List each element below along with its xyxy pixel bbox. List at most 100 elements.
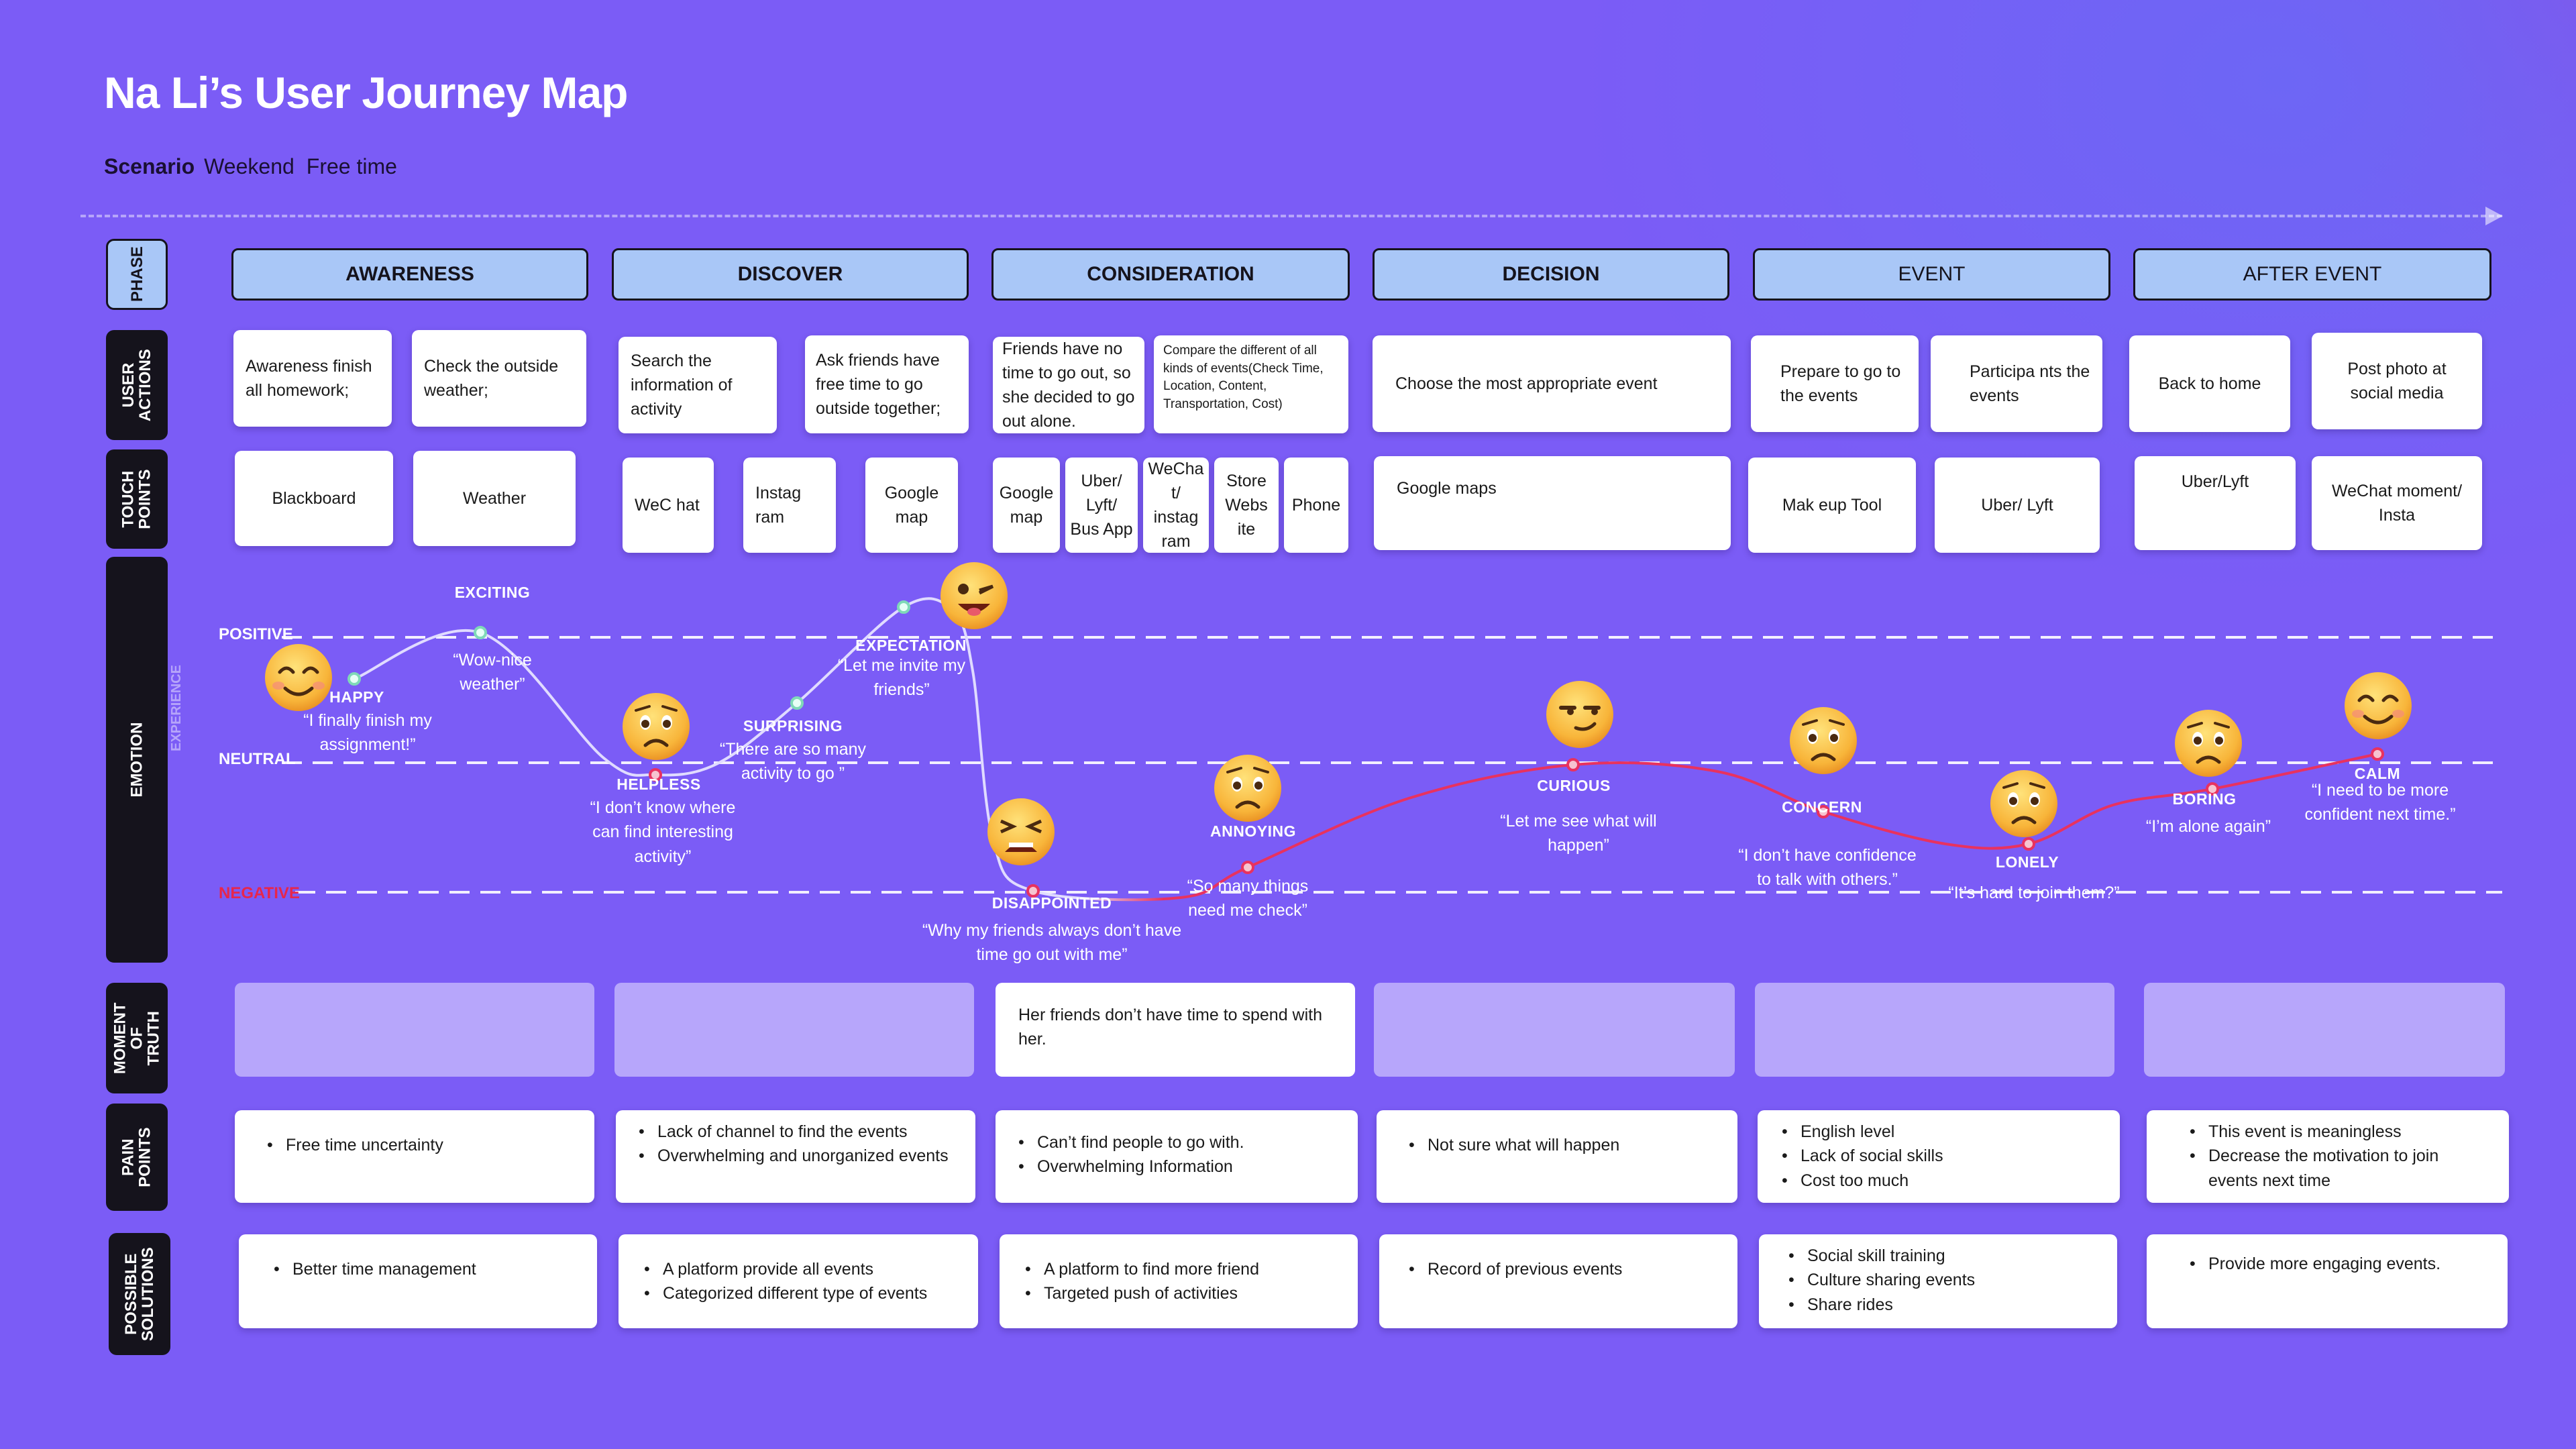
emotion-quote: “I’m alone again” [2145, 817, 2271, 836]
solution-card: Better time management [239, 1234, 597, 1328]
list-item: Lack of channel to find the events [639, 1120, 953, 1144]
user-action-card: Awareness finish all homework; [233, 330, 392, 427]
row-label-pain-points: PAIN POINTS [106, 1104, 168, 1211]
worried-face-icon [1214, 755, 1281, 822]
user-action-card: Participa nts the events [1931, 335, 2102, 432]
touch-point-card: Google map [865, 458, 958, 553]
touch-point-card: WeC hat [623, 458, 714, 553]
emotion-point [347, 672, 361, 686]
emotion-quote: “I don’t know where can find interesting… [590, 798, 736, 866]
emotion-point [2206, 782, 2219, 796]
phase-event: EVENT [1753, 248, 2110, 301]
user-action-card: Friends have no time to go out, so she d… [993, 337, 1144, 433]
pain-point-card: Free time uncertainty [235, 1110, 594, 1203]
emotion-label: CONCERN [1782, 798, 1862, 816]
phase-consideration: CONSIDERATION [991, 248, 1350, 301]
frowning-face-icon [623, 693, 690, 760]
emotion-point [1566, 758, 1580, 771]
touch-point-card: Weather [413, 451, 576, 546]
sad-face-icon [1990, 770, 2057, 837]
emotion-label: ANNOYING [1210, 822, 1296, 840]
list-item: Overwhelming and unorganized events [639, 1144, 953, 1169]
emotion-point [897, 600, 910, 614]
emotion-label: DISAPPOINTED [991, 894, 1112, 912]
smiling-face-icon [265, 644, 332, 711]
list-item: Social skill training [1788, 1244, 2088, 1269]
emotion-label: HELPLESS [616, 775, 701, 793]
user-action-card: Back to home [2129, 335, 2290, 432]
list-item: Can’t find people to go with. [1018, 1130, 1335, 1155]
touch-point-card: Google map [993, 458, 1060, 553]
list-item: Cost too much [1782, 1169, 2096, 1193]
emotion-quote: “So many things need me check” [1187, 877, 1309, 920]
touch-point-card: Blackboard [235, 451, 393, 546]
user-action-card: Search the information of activity [619, 337, 777, 433]
touch-point-card: Instag ram [743, 458, 836, 553]
emotion-label: EXCITING [454, 584, 531, 601]
touch-point-card: Store Webs ite [1214, 458, 1279, 553]
emotion-quote: “It’s hard to join them?” [1948, 883, 2120, 902]
axis-positive-label: POSITIVE [219, 625, 293, 643]
emotion-point [1817, 805, 1830, 818]
emotion-quote: “Why my friends always don’t have time g… [922, 921, 1182, 965]
scenario-value: Weekend [204, 154, 294, 178]
moment-of-truth-empty [2144, 983, 2505, 1077]
moment-of-truth-empty [1755, 983, 2114, 1077]
page-title: Na Li’s User Journey Map [104, 68, 628, 117]
moment-of-truth-empty [235, 983, 594, 1077]
touch-point-card: Phone [1284, 458, 1348, 553]
list-item: Lack of social skills [1782, 1144, 2096, 1169]
solution-card: A platform provide all eventsCategorized… [619, 1234, 978, 1328]
phase-decision: DECISION [1373, 248, 1729, 301]
anxious-face-icon [1790, 707, 1857, 774]
solution-card: A platform to find more friendTargeted p… [1000, 1234, 1358, 1328]
list-item: Record of previous events [1409, 1257, 1708, 1282]
tired-face-icon [987, 798, 1055, 865]
list-item: Better time management [274, 1257, 562, 1282]
list-item: English level [1782, 1120, 2096, 1144]
axis-neutral-label: NEUTRAL [219, 750, 296, 768]
solution-card: Social skill trainingCulture sharing eve… [1759, 1234, 2117, 1328]
phase-awareness: AWARENESS [231, 248, 588, 301]
pain-point-card: Not sure what will happen [1377, 1110, 1737, 1203]
solution-card: Provide more engaging events. [2147, 1234, 2508, 1328]
list-item: Targeted push of activities [1025, 1281, 1332, 1306]
user-action-card: Post photo at social media [2312, 333, 2482, 429]
list-item: Categorized different type of events [644, 1281, 953, 1306]
row-label-emotion: EMOTION [106, 557, 168, 963]
user-action-card: Compare the different of all kinds of ev… [1154, 335, 1348, 433]
emotion-point [2371, 747, 2384, 761]
list-item: A platform provide all events [644, 1257, 953, 1282]
row-label-touch-points: TOUCH POINTS [106, 449, 168, 549]
emotion-point [1241, 861, 1254, 874]
pain-point-card: English levelLack of social skillsCost t… [1758, 1110, 2120, 1203]
list-item: Not sure what will happen [1409, 1133, 1705, 1158]
user-action-card: Choose the most appropriate event [1373, 335, 1731, 432]
touch-point-card: Uber/ Lyft/ Bus App [1065, 458, 1138, 553]
touch-point-card: Uber/ Lyft [1935, 458, 2100, 553]
emotion-label: HAPPY [329, 688, 384, 706]
emotion-curve [354, 597, 2378, 902]
emotion-label: EXPECTATION [855, 637, 967, 654]
list-item: Culture sharing events [1788, 1268, 2088, 1293]
timeline-arrow-icon [2485, 207, 2503, 225]
list-item: Overwhelming Information [1018, 1155, 1335, 1179]
list-item: Share rides [1788, 1293, 2088, 1318]
pain-point-card: Can’t find people to go with.Overwhelmin… [996, 1110, 1358, 1203]
emotion-quote: “Let me invite my friends” [837, 656, 966, 700]
emotion-label: SURPRISING [743, 717, 843, 735]
emotion-quote: “I don’t have confidence to talk with ot… [1738, 846, 1917, 890]
list-item: This event is meaningless [2190, 1120, 2466, 1144]
emotion-label: CALM [2354, 765, 2401, 782]
emotion-label: LONELY [1995, 853, 2059, 871]
emotion-quote: “I finally finish my assignment!” [303, 711, 432, 755]
user-action-card: Prepare to go to the events [1751, 335, 1919, 432]
touch-point-card: Google maps [1374, 456, 1731, 550]
emotion-point [649, 768, 662, 782]
relieved-face-icon [2345, 672, 2412, 739]
user-action-card: Check the outside weather; [412, 330, 586, 427]
emotion-point [2022, 837, 2035, 851]
list-item: Free time uncertainty [267, 1133, 562, 1158]
